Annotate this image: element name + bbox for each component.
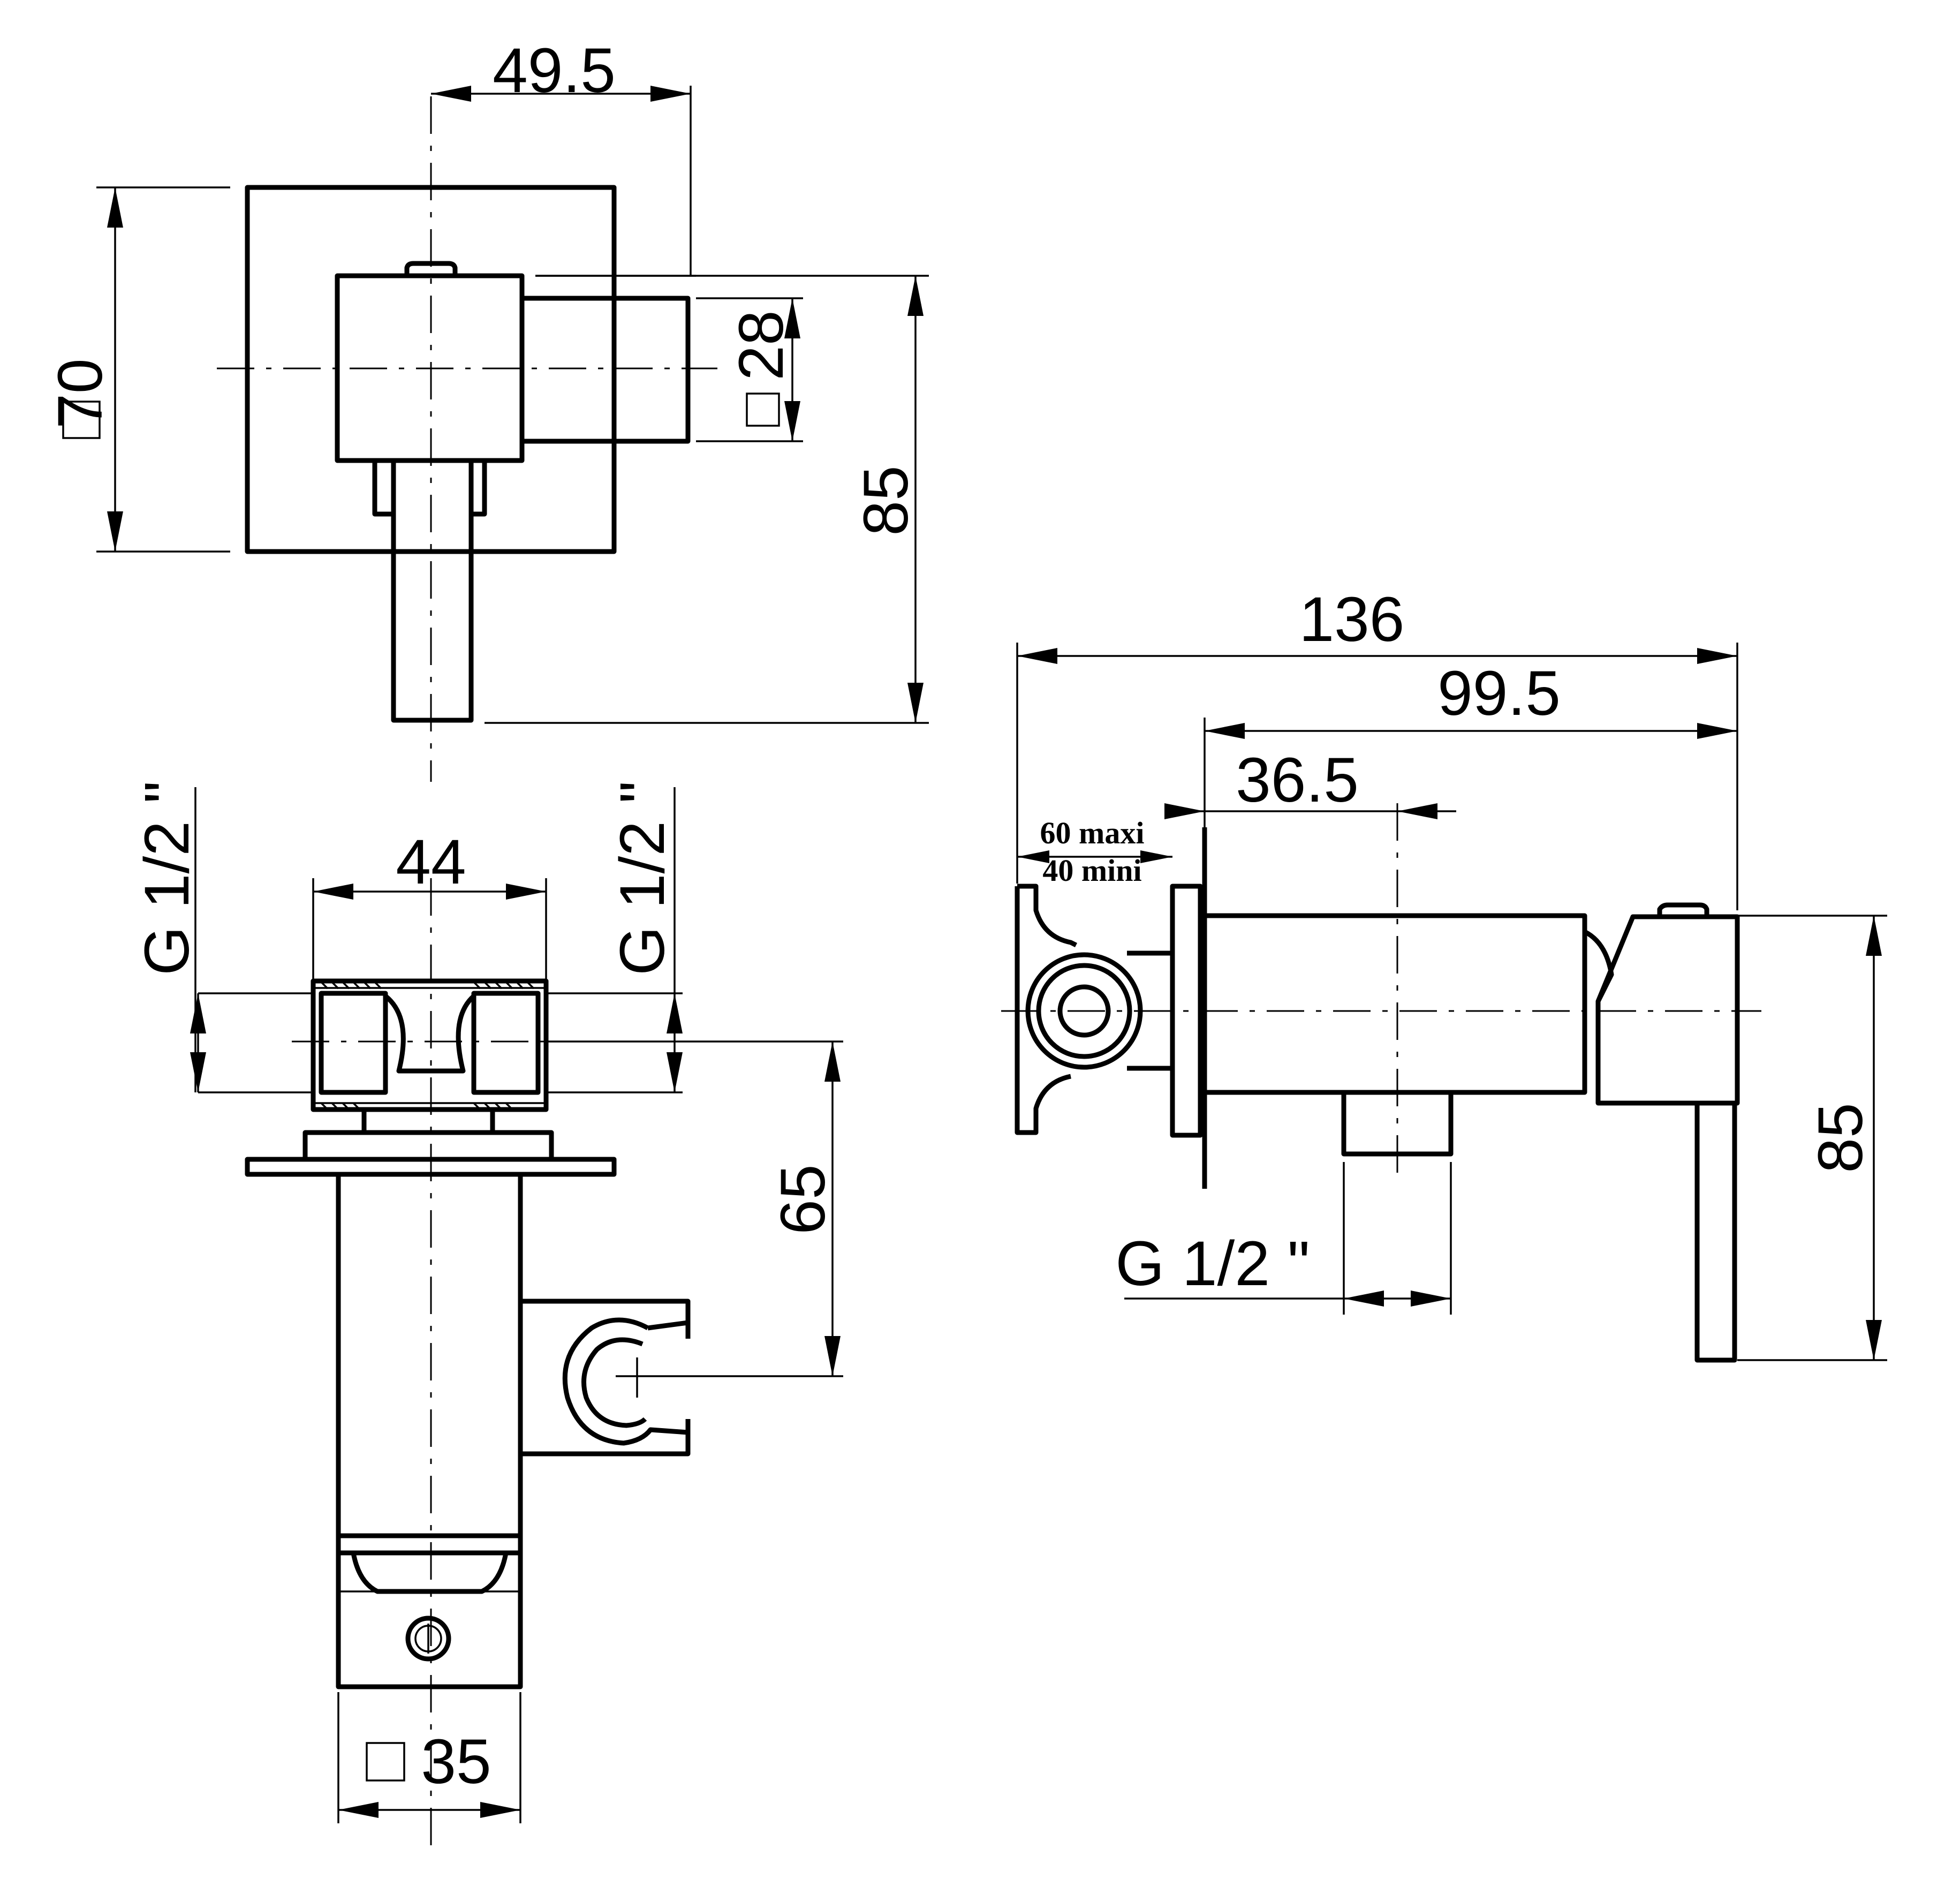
handle-outline — [391, 461, 474, 723]
dim-65: 65 — [768, 1164, 838, 1234]
dim-28: 28 — [726, 310, 797, 380]
square-symbol-icon — [62, 401, 101, 439]
side-body-outline — [1205, 913, 1587, 1095]
dim-44: 44 — [396, 827, 466, 897]
valve-body-outline — [336, 1172, 523, 1538]
square-symbol-icon — [746, 393, 780, 427]
wall-min-label: 40 mini — [1042, 853, 1141, 888]
wall-max-label: 60 maxi — [1040, 816, 1145, 850]
dim-49-5: 49.5 — [493, 35, 616, 106]
top-view: 49.5 70 28 85 — [45, 35, 929, 782]
front-view: 44 G 1/2 " G 1/2 " 65 35 — [132, 781, 843, 1853]
dim-85-side: 85 — [1805, 1103, 1876, 1173]
outlet-label: G 1/2 " — [1115, 1228, 1310, 1299]
wall-plate-outline — [245, 185, 617, 554]
dim-70: 70 — [45, 358, 116, 428]
inlet-left-label: G 1/2 " — [132, 781, 202, 975]
side-handle-outline — [1595, 914, 1740, 1106]
dim-35: 35 — [421, 1726, 491, 1797]
square-symbol-icon — [366, 1742, 405, 1782]
dim-85-top: 85 — [851, 465, 921, 535]
dim-99-5: 99.5 — [1437, 658, 1561, 729]
outlet-arm-outline — [519, 296, 691, 444]
inlet-right-label: G 1/2 " — [607, 781, 678, 975]
dim-36-5: 36.5 — [1236, 745, 1359, 816]
dim-136: 136 — [1299, 584, 1405, 655]
side-view: 136 99.5 36.5 60 maxi 40 mini G 1/2 " 85 — [1001, 584, 1887, 1363]
